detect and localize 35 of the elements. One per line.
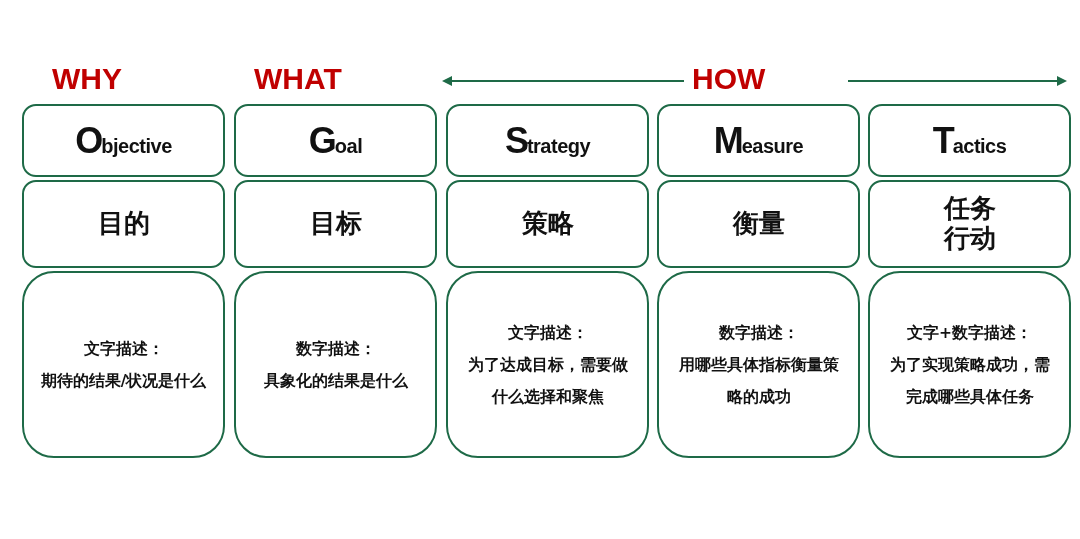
description-heading: 文字+数字描述： — [907, 322, 1032, 344]
rounded-box — [22, 271, 225, 458]
description-text: 用哪些具体指标衡量策略的成功 — [677, 354, 840, 408]
rounded-box — [868, 104, 1071, 177]
description-heading: 文字描述： — [507, 322, 588, 344]
term-label: Measure — [713, 119, 804, 162]
rounded-box — [22, 180, 225, 268]
chinese-term: 任务行动 — [942, 194, 997, 254]
rounded-box — [657, 271, 860, 458]
rounded-box — [868, 271, 1071, 458]
rounded-box — [446, 104, 649, 177]
rounded-box — [657, 180, 860, 268]
rounded-box — [234, 271, 437, 458]
description-heading: 数字描述： — [295, 338, 376, 360]
term-label: Goal — [308, 119, 363, 162]
description-heading: 数字描述： — [718, 322, 799, 344]
rounded-box — [234, 104, 437, 177]
term-label: Strategy — [504, 119, 591, 162]
term-label: Tactics — [932, 119, 1007, 162]
term-label: Objective — [75, 119, 172, 162]
description-text: 为了达成目标，需要做什么选择和聚焦 — [466, 354, 629, 408]
chinese-term: 策略 — [521, 209, 574, 239]
description-text: 具象化的结果是什么 — [263, 370, 408, 392]
rounded-box — [446, 180, 649, 268]
chinese-term: 目标 — [309, 209, 362, 239]
description-text: 期待的结果/状况是什么 — [40, 370, 207, 392]
rounded-box — [22, 104, 225, 177]
chinese-term: 目的 — [97, 209, 150, 239]
rounded-box — [657, 104, 860, 177]
rounded-box — [446, 271, 649, 458]
description-heading: 文字描述： — [83, 338, 164, 360]
rounded-box — [234, 180, 437, 268]
description-text: 为了实现策略成功，需完成哪些具体任务 — [888, 354, 1051, 408]
chinese-term: 衡量 — [732, 209, 785, 239]
rounded-box — [868, 180, 1071, 268]
